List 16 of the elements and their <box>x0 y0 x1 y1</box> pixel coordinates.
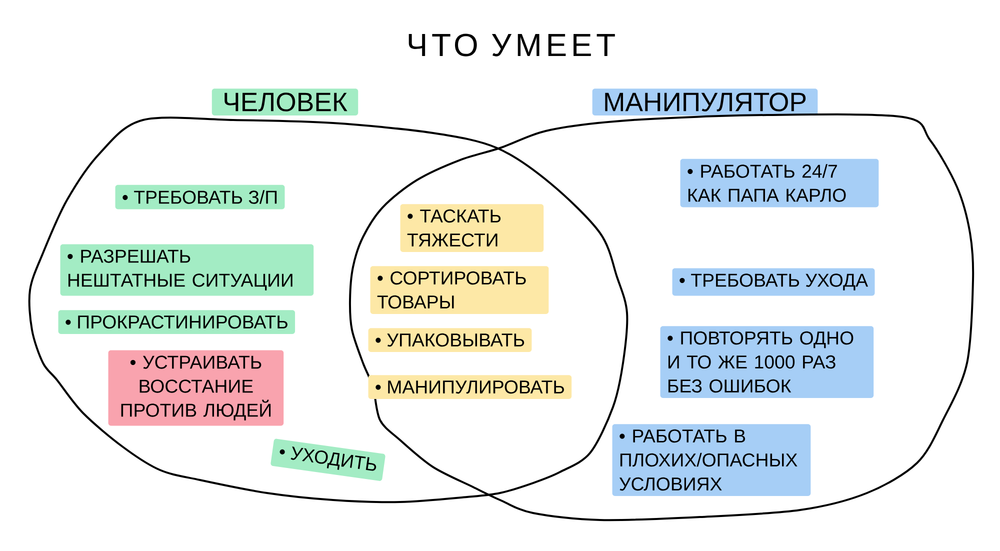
highlighted-heading: ЧЕЛОВЕК <box>212 88 358 116</box>
highlighted-item: • ПРОКРАСТИНИРОВАТЬ <box>58 310 296 334</box>
highlighted-item: • ТРЕБОВАТЬ З/П <box>115 184 285 210</box>
highlighted-item: • УПАКОВЫВАТЬ <box>368 328 532 352</box>
highlighted-item: • УХОДИТЬ <box>270 438 386 481</box>
highlighted-item: • УСТРАИВАТЬ ВОССТАНИЕ ПРОТИВ ЛЮДЕЙ <box>108 350 284 426</box>
highlighted-item: • СОРТИРОВАТЬ ТОВАРЫ <box>370 266 549 314</box>
highlighted-item: • РАЗРЕШАТЬ НЕШТАТНЫЕ СИТУАЦИИ <box>60 244 314 296</box>
highlighted-item: • ТАСКАТЬ ТЯЖЕСТИ <box>400 204 544 252</box>
highlighted-heading: МАНИПУЛЯТОР <box>592 88 818 116</box>
highlighted-item: • РАБОТАТЬ В ПЛОХИХ/ОПАСНЫХ УСЛОВИЯХ <box>612 424 811 496</box>
highlighted-item: • ПОВТОРЯТЬ ОДНО И ТО ЖЕ 1000 РАЗ БЕЗ ОШИБОК <box>660 326 874 398</box>
highlighted-item: • ТРЕБОВАТЬ УХОДА <box>672 268 875 296</box>
highlighted-item: • МАНИПУЛИРОВАТЬ <box>368 375 572 399</box>
highlighted-item: • РАБОТАТЬ 24/7 КАК ПАПА КАРЛО <box>680 158 879 208</box>
title: ЧТО УМЕЕТ <box>408 34 615 56</box>
